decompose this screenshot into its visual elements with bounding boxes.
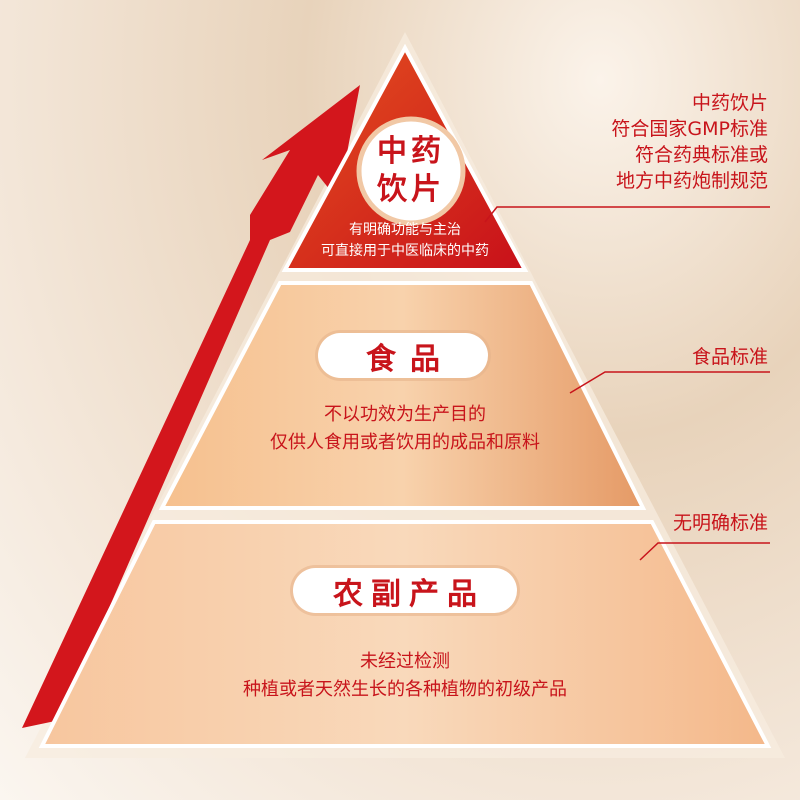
rising-arrow-icon (22, 85, 360, 728)
tier-3-desc-line: 种植或者天然生长的各种植物的初级产品 (243, 679, 567, 700)
standard-line: 无明确标准 (672, 512, 768, 534)
tier-3-trapezoid (38, 520, 772, 748)
tier-2-desc-line: 仅供人食用或者饮用的成品和原料 (270, 432, 540, 453)
tier-1-badge: 中药 饮片 (361, 133, 461, 209)
tier-3-description: 未经过检测 种植或者天然生长的各种植物的初级产品 (150, 648, 660, 704)
standard-line: 符合国家GMP标准 (611, 118, 768, 140)
tier-1-badge-line1: 中药 (377, 134, 445, 169)
tier-3-desc-line: 未经过检测 (360, 651, 450, 672)
tier-1-desc-line: 有明确功能与主治 (349, 222, 461, 238)
standard-line: 地方中药炮制规范 (615, 170, 768, 192)
tier-1-standard: 中药饮片 符合国家GMP标准 符合药典标准或 地方中药炮制规范 (611, 90, 768, 194)
tier-1-desc-line: 可直接用于中医临床的中药 (321, 243, 489, 259)
tier-3-badge: 农副产品 (293, 568, 517, 613)
tier-2-badge-label: 食品 (366, 341, 454, 377)
tier-1-description: 有明确功能与主治 可直接用于中医临床的中药 (285, 220, 525, 262)
tier-2-description: 不以功效为生产目的 仅供人食用或者饮用的成品和原料 (200, 401, 610, 457)
tier-2-desc-line: 不以功效为生产目的 (324, 404, 486, 425)
leader-line-1 (484, 206, 770, 223)
standard-line: 中药饮片 (691, 92, 768, 114)
leader-line-2 (569, 371, 770, 394)
tier-2-trapezoid (158, 281, 647, 510)
standard-line: 食品标准 (691, 346, 768, 368)
tier-1-badge-circle (356, 116, 466, 226)
tier-2-standard: 食品标准 (692, 344, 768, 370)
tier-3-badge-label: 农副产品 (333, 576, 485, 612)
standard-line: 符合药典标准或 (634, 144, 768, 166)
leader-line-3 (639, 542, 770, 561)
tier-2-badge: 食品 (318, 333, 488, 378)
tier-3-standard: 无明确标准 (673, 510, 768, 536)
tier-1-badge-line2: 饮片 (377, 172, 445, 207)
